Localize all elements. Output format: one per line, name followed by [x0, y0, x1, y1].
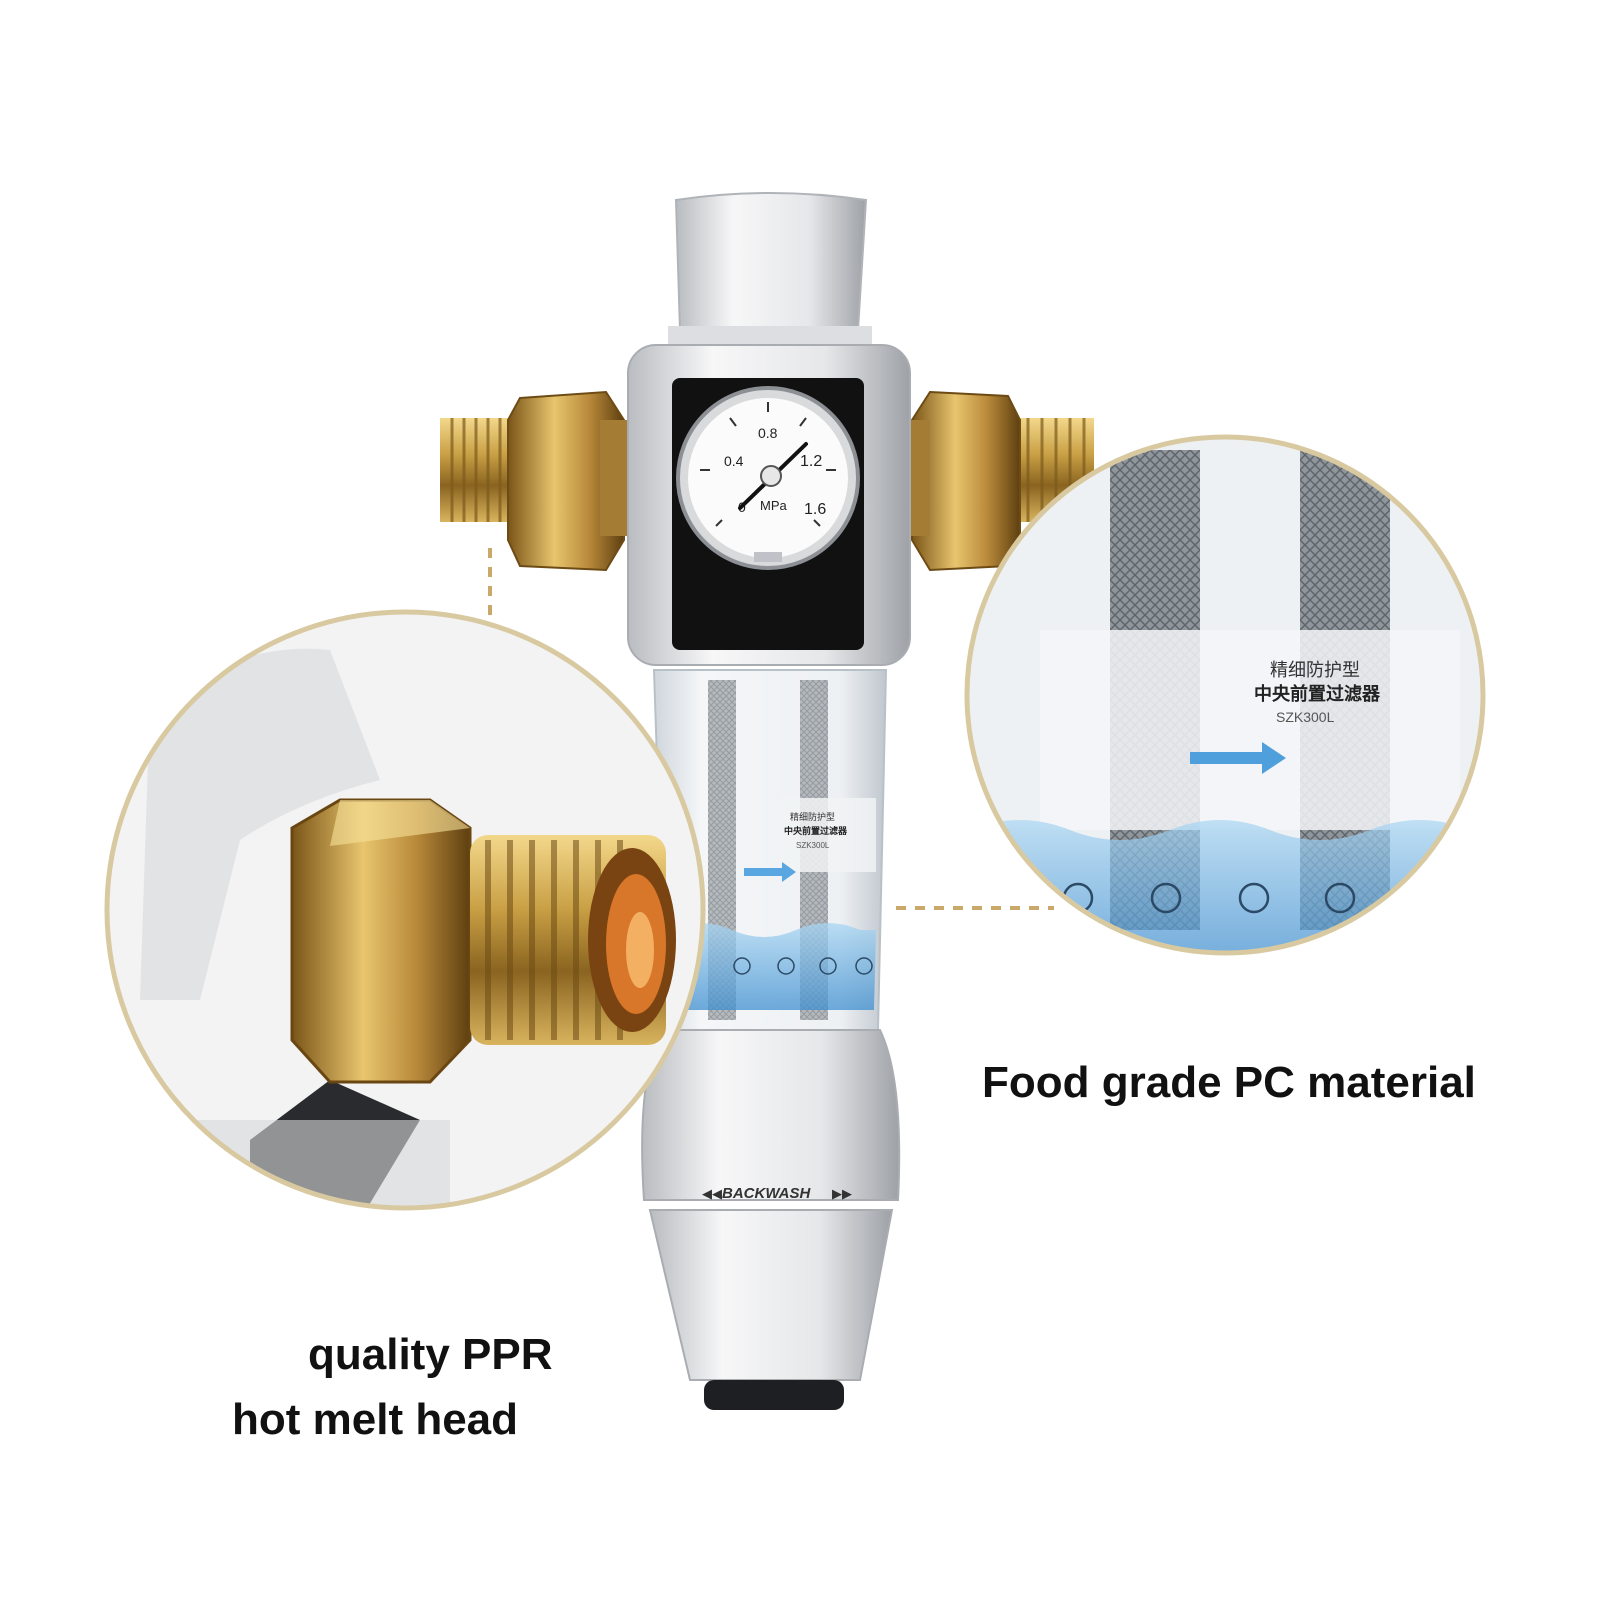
refresh-icon [777, 957, 795, 975]
filter-base [641, 1029, 901, 1201]
zoom-label-model: SZK300L [1276, 709, 1335, 725]
gauge-tick-2: 0.8 [758, 425, 778, 441]
filter-product: 0 0.4 0.8 1.2 1.6 MPa 精细防护型 中央前置过滤器 SZK3… [440, 192, 1094, 1410]
flow-arrow-icon [744, 862, 796, 882]
pc-material-detail-circle: 精细防护型 中央前置过滤器 SZK300L [964, 434, 1486, 956]
bowl-label-line2: 中央前置过滤器 [784, 825, 848, 836]
leaf-icon [855, 957, 873, 975]
zoom-label-line2: 中央前置过滤器 [1254, 683, 1381, 704]
gauge-tick-1: 0.4 [724, 453, 744, 469]
pressure-gauge: 0 0.4 0.8 1.2 1.6 MPa [676, 386, 860, 570]
caption-food-grade: Food grade PC material [982, 1058, 1476, 1107]
bowl-label-model: SZK300L [796, 841, 830, 850]
zoom-label-line1: 精细防护型 [1270, 660, 1360, 680]
bowl-label-line1: 精细防护型 [790, 811, 835, 822]
gauge-tick-3: 1.2 [800, 453, 822, 470]
zoom-refresh-icon [1150, 882, 1182, 914]
snowflake-icon [819, 957, 837, 975]
gauge-tick-4: 1.6 [804, 501, 826, 518]
backwash-label: BACKWASH [722, 1185, 811, 1202]
zoom-leaf-icon [1324, 882, 1356, 914]
x-circle-icon [733, 957, 751, 975]
zoom-flow-arrow-icon [1190, 742, 1286, 774]
gauge-unit: MPa [760, 498, 788, 513]
backwash-left-arrows-icon: ◀◀ [702, 1186, 722, 1201]
top-cap [674, 192, 868, 331]
caption-ppr-line2: hot melt head [232, 1395, 519, 1444]
backwash-right-arrows-icon: ▶▶ [832, 1186, 852, 1201]
filter-bowl: 精细防护型 中央前置过滤器 SZK300L [652, 669, 888, 1031]
brass-detail-circle [104, 609, 706, 1211]
zoom-snowflake-icon [1238, 882, 1270, 914]
bottom-cap [648, 1209, 894, 1381]
drain-outlet [704, 1380, 844, 1410]
left-brass-fitting [440, 390, 632, 572]
caption-ppr-line1: quality PPR [308, 1330, 553, 1379]
